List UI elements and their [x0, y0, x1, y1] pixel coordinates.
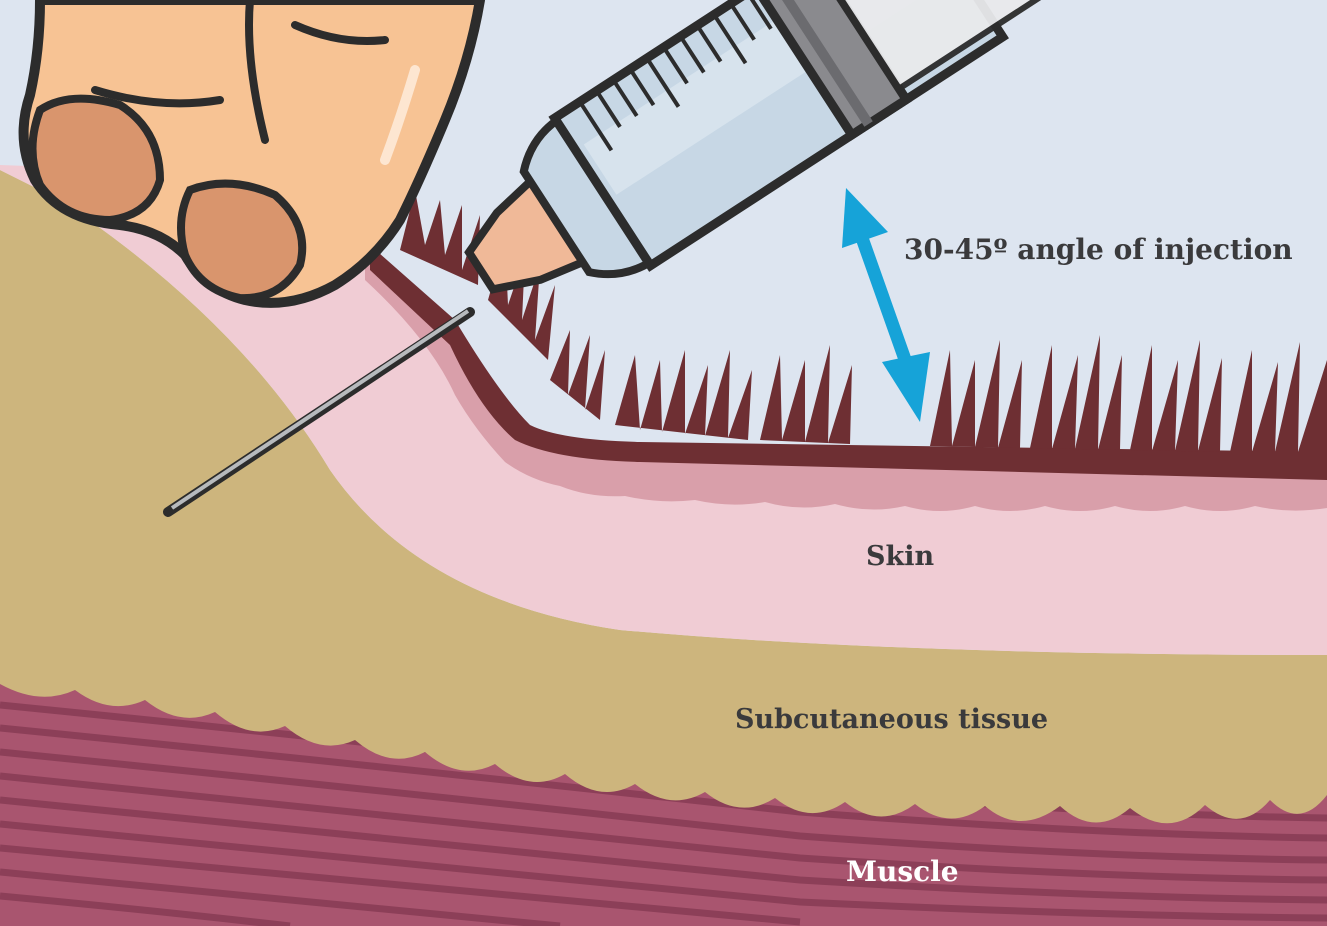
- angle-label: 30-45º angle of injection: [904, 236, 1293, 264]
- skin-label: Skin: [866, 543, 934, 570]
- subcutaneous-tissue-label: Subcutaneous tissue: [735, 706, 1048, 733]
- muscle-label: Muscle: [846, 858, 959, 886]
